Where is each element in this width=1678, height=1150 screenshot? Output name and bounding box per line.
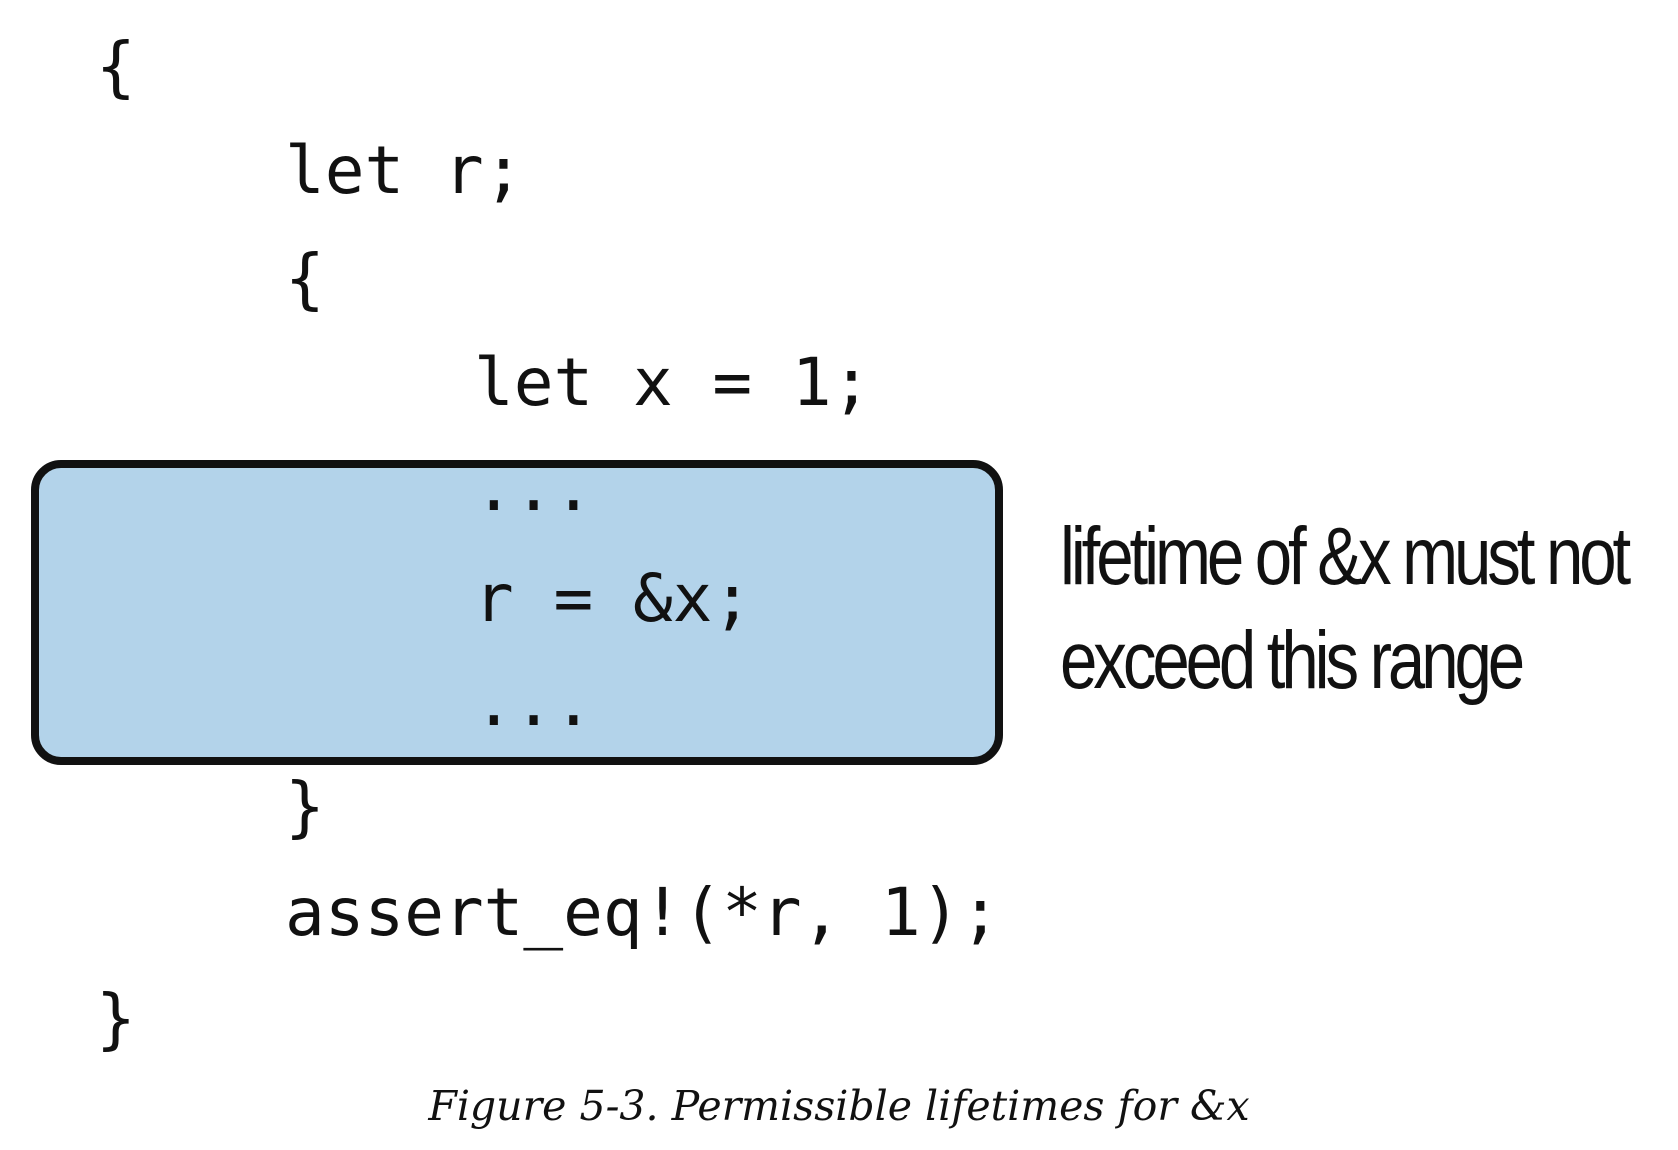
annotation-line-2: exceed this range (1060, 615, 1525, 706)
code-line-ellipsis-top: ... (474, 449, 594, 526)
lifetime-annotation: lifetime of &x must not exceed this rang… (1060, 505, 1631, 713)
code-line-let-r: let r; (285, 132, 524, 209)
figure-caption: Figure 5-3. Permissible lifetimes for &x (428, 1082, 1250, 1130)
lifetime-range-box (31, 460, 1003, 765)
code-line-inner-close-brace: } (285, 768, 325, 845)
code-line-inner-open-brace: { (285, 240, 325, 317)
code-line-let-x: let x = 1; (474, 344, 872, 421)
code-line-outer-open-brace: { (96, 28, 136, 105)
code-line-ellipsis-bottom: ... (474, 664, 594, 741)
annotation-line-1: lifetime of &x must not (1060, 511, 1631, 602)
code-line-outer-close-brace: } (96, 980, 136, 1057)
code-line-assert-eq: assert_eq!(*r, 1); (285, 874, 1001, 951)
code-line-r-equals-ref-x: r = &x; (474, 560, 753, 637)
